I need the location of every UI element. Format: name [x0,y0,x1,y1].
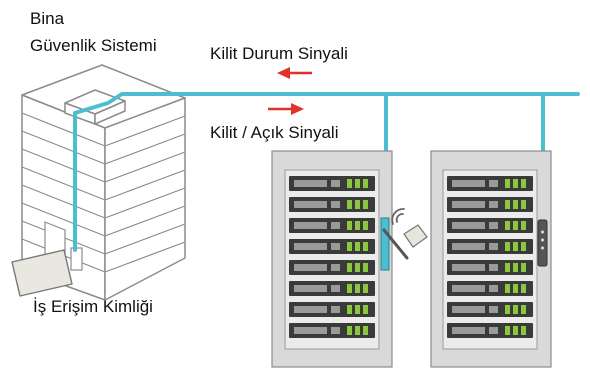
id-card-icon [11,249,73,297]
status-led [347,263,352,272]
status-led [505,200,510,209]
status-led [521,179,526,188]
server-unit [447,239,533,254]
status-led [355,305,360,314]
status-led [505,326,510,335]
server-unit [289,323,375,338]
server-unit [447,197,533,212]
status-led [355,242,360,251]
status-led [513,242,518,251]
status-led [513,326,518,335]
status-led [347,242,352,251]
server-unit [289,197,375,212]
lock-unlock-signal-label: Kilit / Açık Sinyali [210,123,339,142]
status-led [355,263,360,272]
server-rack-1 [271,150,393,368]
status-led [521,221,526,230]
server-unit [447,260,533,275]
work-access-id-label: İş Erişim Kimliği [33,297,153,316]
id-card-icon [403,224,428,248]
status-led [355,200,360,209]
status-led [513,221,518,230]
server-unit [289,302,375,317]
server-rack-2 [430,150,552,368]
rack-1-smart-lock[interactable] [380,217,409,271]
server-unit [289,218,375,233]
status-led [363,179,368,188]
server-unit [289,239,375,254]
status-led [505,242,510,251]
status-led [347,326,352,335]
rack-2-smart-lock[interactable] [537,219,548,267]
arrow-left-icon [277,67,312,79]
status-led [505,284,510,293]
status-led [513,284,518,293]
status-led [363,284,368,293]
status-led [347,221,352,230]
server-unit [447,323,533,338]
arrow-right-icon [268,103,304,115]
status-led [521,263,526,272]
status-led [363,305,368,314]
status-led [521,242,526,251]
status-led [505,305,510,314]
status-led [363,200,368,209]
status-led [521,305,526,314]
status-led [513,200,518,209]
building-label-line1: Bina [30,9,65,28]
status-led [347,200,352,209]
server-unit [447,302,533,317]
server-unit [447,218,533,233]
status-led [505,221,510,230]
status-led [355,326,360,335]
status-led [521,200,526,209]
status-led [363,263,368,272]
status-led [505,179,510,188]
server-unit [289,260,375,275]
status-led [363,326,368,335]
building-label-line2: Güvenlik Sistemi [30,36,157,55]
status-led [363,242,368,251]
status-led [363,221,368,230]
server-unit [447,281,533,296]
status-led [355,179,360,188]
status-led [347,284,352,293]
status-led [347,305,352,314]
lock-status-signal-label: Kilit Durum Sinyali [210,44,348,63]
server-unit [289,176,375,191]
status-led [505,263,510,272]
status-led [521,284,526,293]
wireless-signal-icon [391,208,405,225]
status-led [513,263,518,272]
server-unit [447,176,533,191]
server-unit [289,281,375,296]
status-led [513,305,518,314]
status-led [513,179,518,188]
status-led [347,179,352,188]
status-led [355,284,360,293]
status-led [355,221,360,230]
status-led [521,326,526,335]
